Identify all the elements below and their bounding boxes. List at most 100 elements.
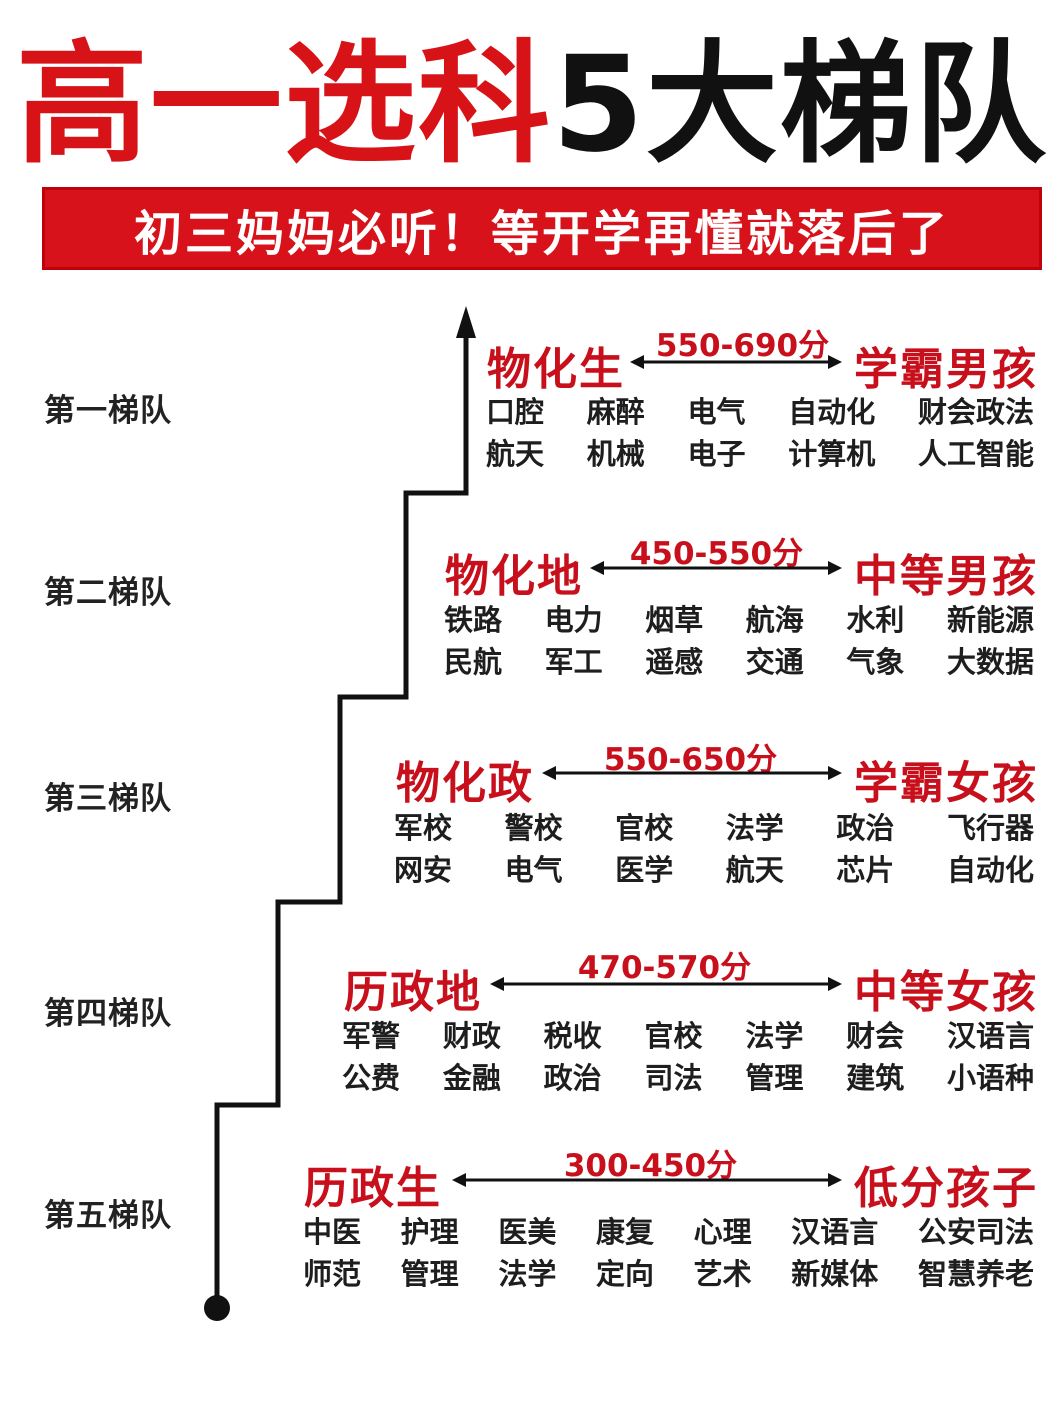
major-item: 财会 [846, 1019, 905, 1053]
major-item: 官校 [644, 1019, 703, 1053]
tier-4-arrow [490, 974, 842, 994]
major-item: 法学 [498, 1257, 557, 1291]
major-item: 医学 [615, 853, 674, 887]
tier-5-score: 300-450分 [563, 1148, 738, 1184]
tier-4-label: 第四梯队 [44, 996, 172, 1032]
major-item: 军工 [544, 645, 603, 679]
tier-3-persona: 学霸女孩 [854, 758, 1038, 809]
major-item: 遥感 [645, 645, 704, 679]
major-item: 航海 [745, 603, 804, 637]
tier-1-persona: 学霸男孩 [854, 344, 1038, 395]
major-item: 民航 [444, 645, 503, 679]
major-item: 税收 [543, 1019, 602, 1053]
major-item: 自动化 [788, 395, 876, 429]
major-item: 铁路 [444, 603, 503, 637]
major-item: 政治 [543, 1061, 602, 1095]
major-item: 电子 [687, 437, 746, 471]
tier-5-majors: 中医 护理 医美 康复 心理 汉语言 公安司法 师范 管理 法学 定向 艺术 新… [303, 1216, 1034, 1290]
subtitle-banner: 初三妈妈必听！等开学再懂就落后了 [42, 187, 1042, 270]
major-item: 人工智能 [917, 437, 1034, 471]
title-red-part: 高一选科 [16, 28, 553, 182]
major-item: 公费 [342, 1061, 401, 1095]
major-item: 法学 [725, 811, 784, 845]
major-item: 气象 [846, 645, 905, 679]
tier-2-majors: 铁路 电力 烟草 航海 水利 新能源 民航 军工 遥感 交通 气象 大数据 [444, 604, 1034, 678]
major-item: 电气 [687, 395, 746, 429]
major-item: 法学 [745, 1019, 804, 1053]
major-item: 警校 [504, 811, 563, 845]
major-item: 军校 [394, 811, 453, 845]
major-item: 机械 [586, 437, 645, 471]
tier-2-score: 450-550分 [629, 536, 804, 572]
tier-2-arrow [590, 558, 842, 578]
major-item: 管理 [400, 1257, 459, 1291]
tier-1-score: 550-690分 [655, 328, 830, 364]
major-item: 麻醉 [586, 395, 645, 429]
major-item: 大数据 [946, 645, 1034, 679]
tier-1-arrow [630, 352, 842, 372]
major-item: 飞行器 [946, 811, 1034, 845]
tier-2-combo: 物化地 [445, 551, 583, 602]
major-item: 定向 [595, 1257, 654, 1291]
major-item: 口腔 [486, 395, 545, 429]
major-item: 电气 [504, 853, 563, 887]
tier-3-label: 第三梯队 [44, 781, 172, 817]
major-item: 汉语言 [791, 1215, 879, 1249]
tier-2-label: 第二梯队 [44, 575, 172, 611]
tier-5-arrow [452, 1170, 842, 1190]
major-item: 公安司法 [917, 1215, 1034, 1249]
staircase-arrow-head [456, 306, 476, 338]
tier-3-majors: 军校 警校 官校 法学 政治 飞行器 网安 电气 医学 航天 芯片 自动化 [394, 812, 1034, 886]
major-item: 汉语言 [946, 1019, 1034, 1053]
major-item: 电力 [544, 603, 603, 637]
major-item: 建筑 [846, 1061, 905, 1095]
major-item: 师范 [303, 1257, 362, 1291]
title-black-part: 5大梯队 [552, 28, 1048, 182]
tier-5-label: 第五梯队 [44, 1198, 172, 1234]
tier-2-persona: 中等男孩 [854, 551, 1038, 602]
tier-4-majors: 军警 财政 税收 官校 法学 财会 汉语言 公费 金融 政治 司法 管理 建筑 … [342, 1020, 1034, 1094]
major-item: 芯片 [836, 853, 895, 887]
major-item: 艺术 [693, 1257, 752, 1291]
tier-5-combo: 历政生 [304, 1163, 442, 1214]
major-item: 财政 [442, 1019, 501, 1053]
tier-4-score: 470-570分 [577, 950, 752, 986]
staircase-start-dot [204, 1295, 230, 1321]
tier-3-combo: 物化政 [396, 758, 534, 809]
major-item: 交通 [745, 645, 804, 679]
major-item: 新能源 [946, 603, 1034, 637]
banner-text: 初三妈妈必听！等开学再懂就落后了 [133, 205, 950, 262]
tier-1-combo: 物化生 [487, 344, 625, 395]
major-item: 司法 [644, 1061, 703, 1095]
major-item: 护理 [400, 1215, 459, 1249]
major-item: 管理 [745, 1061, 804, 1095]
major-item: 康复 [595, 1215, 654, 1249]
major-item: 小语种 [946, 1061, 1034, 1095]
major-item: 网安 [394, 853, 453, 887]
major-item: 航天 [486, 437, 545, 471]
tier-1-label: 第一梯队 [44, 393, 172, 429]
major-item: 中医 [303, 1215, 362, 1249]
major-item: 水利 [846, 603, 905, 637]
tier-4-persona: 中等女孩 [854, 967, 1038, 1018]
major-item: 智慧养老 [917, 1257, 1034, 1291]
major-item: 政治 [836, 811, 895, 845]
tier-3-arrow [542, 763, 842, 783]
major-item: 心理 [693, 1215, 752, 1249]
major-item: 金融 [442, 1061, 501, 1095]
major-item: 烟草 [645, 603, 704, 637]
major-item: 官校 [615, 811, 674, 845]
major-item: 新媒体 [791, 1257, 879, 1291]
major-item: 自动化 [946, 853, 1034, 887]
major-item: 计算机 [788, 437, 876, 471]
tier-5-persona: 低分孩子 [854, 1163, 1038, 1214]
tier-1-majors: 口腔 麻醉 电气 自动化 财会政法 航天 机械 电子 计算机 人工智能 [486, 396, 1034, 470]
tier-4-combo: 历政地 [344, 967, 482, 1018]
major-item: 航天 [725, 853, 784, 887]
major-item: 财会政法 [917, 395, 1034, 429]
poster-title: 高一选科5大梯队 [0, 30, 1064, 180]
major-item: 军警 [342, 1019, 401, 1053]
major-item: 医美 [498, 1215, 557, 1249]
